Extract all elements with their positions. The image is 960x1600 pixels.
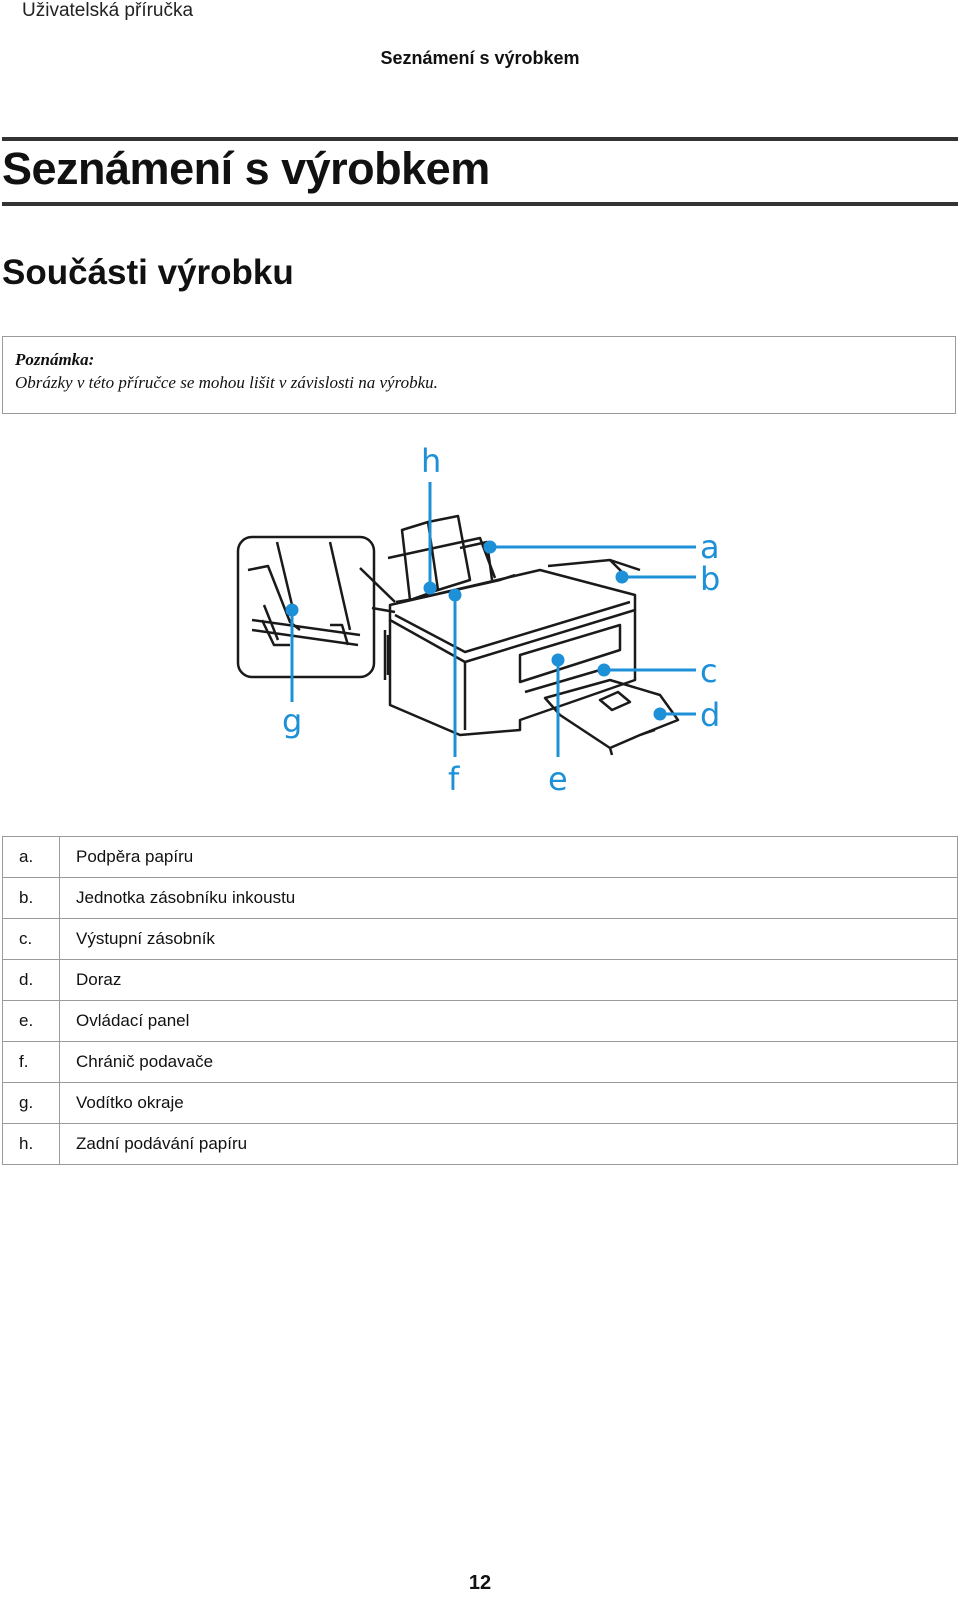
callout-d: d (700, 696, 720, 734)
table-row: d.Doraz (2, 959, 958, 1001)
note-title: Poznámka: (15, 350, 95, 369)
inset-paper-lines (251, 541, 361, 647)
table-row: a.Podpěra papíru (2, 836, 958, 878)
running-header: Uživatelská příručka (22, 0, 194, 21)
part-name: Doraz (59, 959, 958, 1001)
feeder-guard (395, 573, 516, 604)
page-number: 12 (468, 1572, 492, 1594)
note-box: Poznámka: Obrázky v této příručce se moh… (2, 336, 956, 414)
table-row: h.Zadní podávání papíru (2, 1123, 958, 1165)
callout-f: f (448, 760, 460, 798)
printer-illustration: h a b c d g f e (236, 442, 720, 798)
table-row: c.Výstupní zásobník (2, 918, 958, 960)
table-row: g.Vodítko okraje (2, 1082, 958, 1124)
tray-tab (598, 690, 632, 712)
front-slot (524, 668, 601, 694)
printer-drawing (236, 514, 680, 756)
front-panel (518, 623, 622, 684)
table-row: f.Chránič podavače (2, 1041, 958, 1083)
part-letter: g. (2, 1082, 60, 1124)
part-letter: c. (2, 918, 60, 960)
section-header: Seznámení s výrobkem (380, 48, 580, 68)
part-name: Zadní podávání papíru (59, 1123, 958, 1165)
part-name: Podpěra papíru (59, 836, 958, 878)
ink-tank-top (547, 558, 627, 583)
part-letter: a. (2, 836, 60, 878)
part-letter: b. (2, 877, 60, 919)
title-bottom-rule (2, 202, 958, 206)
part-letter: h. (2, 1123, 60, 1165)
printer-lid-edge (394, 600, 631, 654)
tray-stopper (608, 728, 656, 756)
printer-side-detail (383, 630, 390, 680)
inset-edge-guide (260, 619, 350, 647)
printer-figure: h a b c d g f e (0, 430, 960, 810)
callout-g: g (282, 702, 302, 740)
paper-support (387, 536, 497, 579)
title-top-rule (2, 137, 958, 141)
part-name: Chránič podavače (59, 1041, 958, 1083)
output-tray (543, 678, 680, 750)
part-name: Jednotka zásobníku inkoustu (59, 877, 958, 919)
part-letter: d. (2, 959, 60, 1001)
callout-h: h (421, 442, 441, 480)
ink-tank-edge (609, 558, 641, 572)
printer-body (388, 610, 637, 737)
part-name: Výstupní zásobník (59, 918, 958, 960)
callout-leaders (285, 482, 696, 757)
subsection-title: Součásti výrobku (2, 253, 294, 292)
table-row: e.Ovládací panel (2, 1000, 958, 1042)
callout-e: e (548, 760, 568, 798)
callout-c: c (700, 652, 718, 690)
parts-table: a.Podpěra papíru b.Jednotka zásobníku in… (2, 836, 958, 1165)
note-text: Obrázky v této příručce se mohou lišit v… (15, 373, 438, 392)
part-letter: e. (2, 1000, 60, 1042)
chapter-title: Seznámení s výrobkem (2, 143, 490, 194)
paper-sheet-2 (427, 514, 472, 592)
table-row: b.Jednotka zásobníku inkoustu (2, 877, 958, 919)
part-name: Ovládací panel (59, 1000, 958, 1042)
inset-frame (236, 535, 376, 679)
callout-b: b (700, 560, 720, 598)
callout-a: a (700, 528, 720, 566)
part-name: Vodítko okraje (59, 1082, 958, 1124)
part-letter: f. (2, 1041, 60, 1083)
